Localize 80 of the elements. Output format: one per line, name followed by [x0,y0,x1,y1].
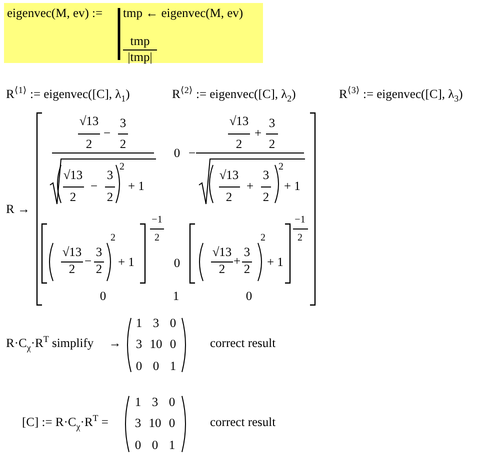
formula-text: 3 [244,246,250,260]
formula-text: |tmp| [128,51,152,65]
formula-text: + 1 [284,180,300,194]
formula-text: 2 [70,191,76,205]
formula-text: + [246,180,254,194]
formula-text: √13 [63,169,83,183]
formula-text: √13 [62,246,82,260]
formula-text: √13 [79,115,99,129]
matrix-entry: 3 [136,338,142,352]
matrix-entry: 10 [150,338,162,352]
matrix-entry: 0 [134,439,142,453]
formula-text: 2 [262,191,270,205]
formula-text: − [103,127,111,141]
formula-text: R → [6,203,30,217]
formula-text: → [108,337,122,351]
matrix-entry: 0 [174,257,180,271]
formula-text: eigenvec(M, ev) := [7,7,103,21]
formula-text: 2 [120,138,126,152]
formula-text: 2 [110,232,116,244]
formula-text: R$^{⟨2⟩}$ := eigenvec([C], λ$_{2}$) [172,88,296,102]
matrix-entry: 0 [168,417,176,431]
formula-text: + [254,127,262,141]
formula-text: 2 [226,191,232,205]
formula-text: 3 [120,117,126,131]
formula-text: − [188,147,196,161]
formula-text: 2 [96,263,102,277]
formula-text: 3 [106,169,114,183]
matrix-entry: 1 [134,396,142,410]
matrix-entry: 1 [172,290,180,304]
formula-text: 2 [68,263,76,277]
matrix-entry: 0 [152,360,160,374]
formula-text: tmp [130,35,150,49]
formula-text: 2 [236,138,242,152]
matrix-entry: 0 [136,360,142,374]
formula-text: [C] := R·C$_{χ}$·R$^{T}$ = [22,416,108,430]
formula-text: −1 [294,214,306,226]
note-text: correct result [210,337,276,351]
formula-text: √13 [229,115,249,129]
matrix-entry: 1 [136,317,142,331]
matrix-entry: 1 [170,360,176,374]
formula-text: R$^{⟨3⟩}$ := eigenvec([C], λ$_{3}$) [339,88,463,102]
formula-text: tmp ← eigenvec(M, ev) [123,7,244,21]
matrix-entry: 3 [152,317,160,331]
matrix-entry: 0 [168,396,176,410]
formula-text: 2 [154,232,160,244]
formula-text: + 1 [128,180,144,194]
formula-text: − [84,255,92,269]
formula-text: 2 [260,232,266,244]
matrix-entry: 0 [170,338,176,352]
formula-text: R·C$_{χ}$·R$^{T}$ simplify [6,337,94,351]
formula-text: 2 [120,162,124,172]
formula-text: + [233,255,241,269]
matrix-entry: 1 [168,439,176,453]
formula-text: 2 [86,138,92,152]
matrix-entry: 0 [152,439,158,453]
formula-text: 3 [96,246,102,260]
formula-text: + 1 [118,256,134,270]
formula-text: 2 [106,191,114,205]
matrix-entry: 10 [148,417,162,431]
note-text: correct result [210,416,276,430]
formula-text: R$^{⟨1⟩}$ := eigenvec([C], λ$_{1}$) [6,88,130,102]
formula-text: 2 [298,232,302,244]
formula-text: 2 [268,138,276,152]
matrix-entry: 0 [174,147,180,161]
highlighted-region [4,3,263,63]
formula-text: √13 [219,169,239,183]
matrix-entry: 3 [134,417,142,431]
matrix-entry: 3 [152,396,158,410]
formula-text: 3 [262,169,270,183]
formula-text: 2 [244,263,250,277]
formula-text: −1 [152,214,162,226]
formula-text: 2 [278,162,284,172]
formula-text: 2 [218,263,226,277]
matrix-entry: 0 [170,317,176,331]
matrix-entry: 0 [246,290,252,304]
formula-text: + 1 [267,256,284,270]
formula-text: √13 [212,246,232,260]
formula-text: − [90,180,98,194]
formula-text: 3 [268,117,276,131]
matrix-entry: 0 [100,290,106,304]
